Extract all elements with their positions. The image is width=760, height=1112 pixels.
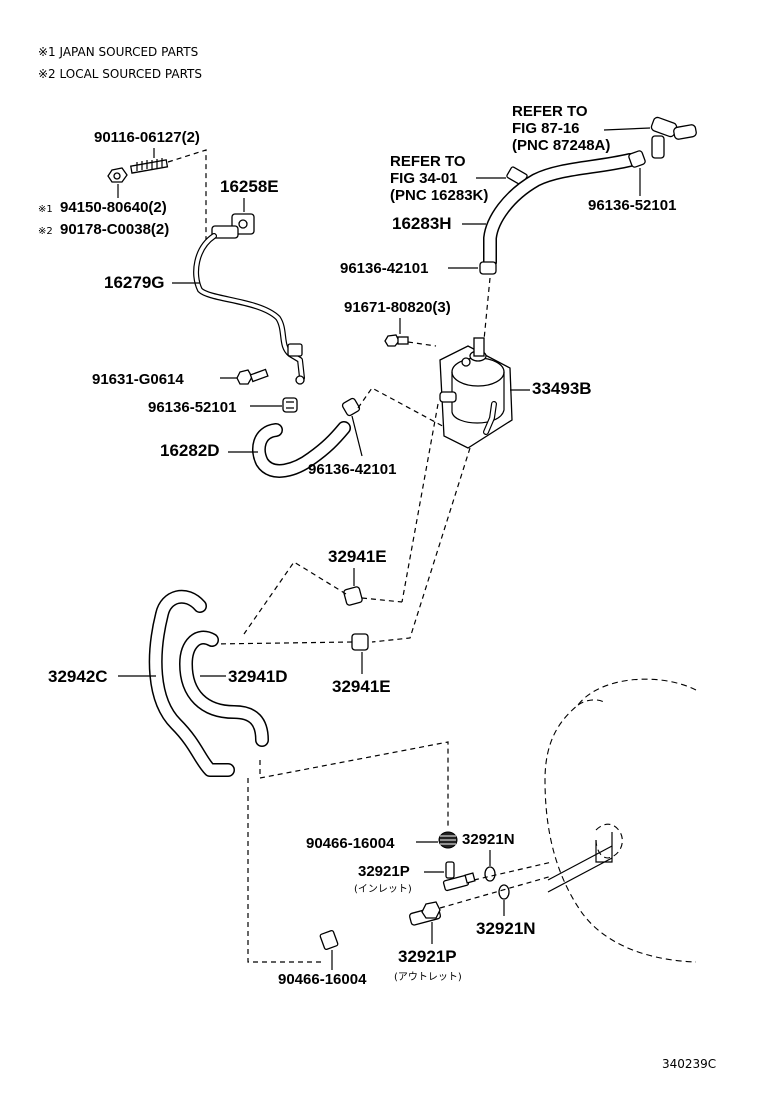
hose-16282D [252,421,351,478]
dash-16282D-filter [357,387,451,431]
clamp-32941E-bottom [351,633,369,651]
dash-32941D-plug [259,741,449,826]
dash-outlet-engine [439,875,553,909]
ref-34-line3: (PNC 16283K) [390,187,488,204]
ref-87-line1: REFER TO [512,103,588,120]
plug-90466-top [438,831,458,849]
dash-inlet-engine [473,861,553,881]
bolt-91671 [384,334,409,347]
label-33493B: 33493B [532,379,592,398]
label-96136-42101-upper: 96136-42101 [340,260,428,277]
note-local-sourced: ※2 LOCAL SOURCED PARTS [38,67,202,81]
dash-91671 [407,341,437,347]
label-94150-80640: 94150-80640(2) [60,199,167,216]
ref-34-line2: FIG 34-01 [390,170,458,187]
bolt-91631 [236,368,269,385]
hose-32942C [148,589,235,777]
fitting-32921P-inlet [442,861,476,892]
clamp-96136-52101-right [628,150,646,168]
label-32941E-top: 32941E [328,547,387,566]
oring-32921N-bottom [498,884,510,900]
dash-32941E-bottom-left [213,641,353,645]
label-96136-52101-left: 96136-52101 [148,399,236,416]
label-32942C: 32942C [48,667,108,686]
dash-32941E-top-left [243,561,347,635]
label-16258E: 16258E [220,177,279,196]
hose-32941D [179,630,269,747]
label-outlet: (アウトレット) [394,971,462,983]
bolt-90116 [129,158,169,174]
fitting-32921P-outlet [408,901,442,926]
clamp-32941E-top [343,586,363,606]
label-90466-16004-top: 90466-16004 [306,835,395,852]
label-32941D: 32941D [228,667,288,686]
dash-hose-filter [483,277,491,341]
label-90178-C0038: 90178-C0038(2) [60,221,169,238]
label-16283H: 16283H [392,214,452,233]
dash-32941E-top-right [361,597,403,603]
note-japan-sourced: ※1 JAPAN SOURCED PARTS [38,45,198,59]
leader-90116 [167,149,207,243]
clamp-96136-42101-lower [341,397,361,417]
hose-16283H [483,153,637,269]
label-32921P-bottom: 32921P [398,947,457,966]
leader-ref-87 [603,127,651,131]
label-32921N-bottom: 32921N [476,919,536,938]
ref-34-line1: REFER TO [390,153,466,170]
leader-96136-42101-lower [351,415,363,457]
label-96136-52101-right: 96136-52101 [588,197,676,214]
mark-local-2: ※2 [38,226,53,237]
plug-90466-bottom [319,930,339,950]
engine-outline [544,678,697,963]
label-16279G: 16279G [104,273,165,292]
ref-87-line3: (PNC 87248A) [512,137,610,154]
clamp-96136-42101-upper [479,261,497,275]
figure-code: 340239C [662,1057,716,1071]
label-91671-80820: 91671-80820(3) [344,299,451,316]
label-90466-16004-bottom: 90466-16004 [278,971,367,988]
filter-33493B [439,337,513,449]
mark-japan-1: ※1 [38,204,53,215]
label-96136-42101-lower: 96136-42101 [308,461,396,478]
oring-32921N-top [484,866,496,882]
dash-filter-32941E-top [401,403,439,603]
label-16282D: 16282D [160,441,220,460]
clamp-96136-52101-left [282,397,298,413]
ref-87-line2: FIG 87-16 [512,120,580,137]
nut-94150 [107,167,128,183]
gasket-16258E [211,213,255,239]
dash-32942C-outlet [247,778,324,963]
label-inlet: (インレット) [354,884,412,895]
label-32941E-bottom: 32941E [332,677,391,696]
label-32921P-top: 32921P [358,863,410,880]
dash-filter-32941E [371,447,471,643]
pipe-16279G [193,233,305,385]
label-32921N-top: 32921N [462,831,515,848]
label-91631-G0614: 91631-G0614 [92,371,184,388]
valve-87248A [650,116,697,159]
label-90116-06127: 90116-06127(2) [94,129,200,146]
